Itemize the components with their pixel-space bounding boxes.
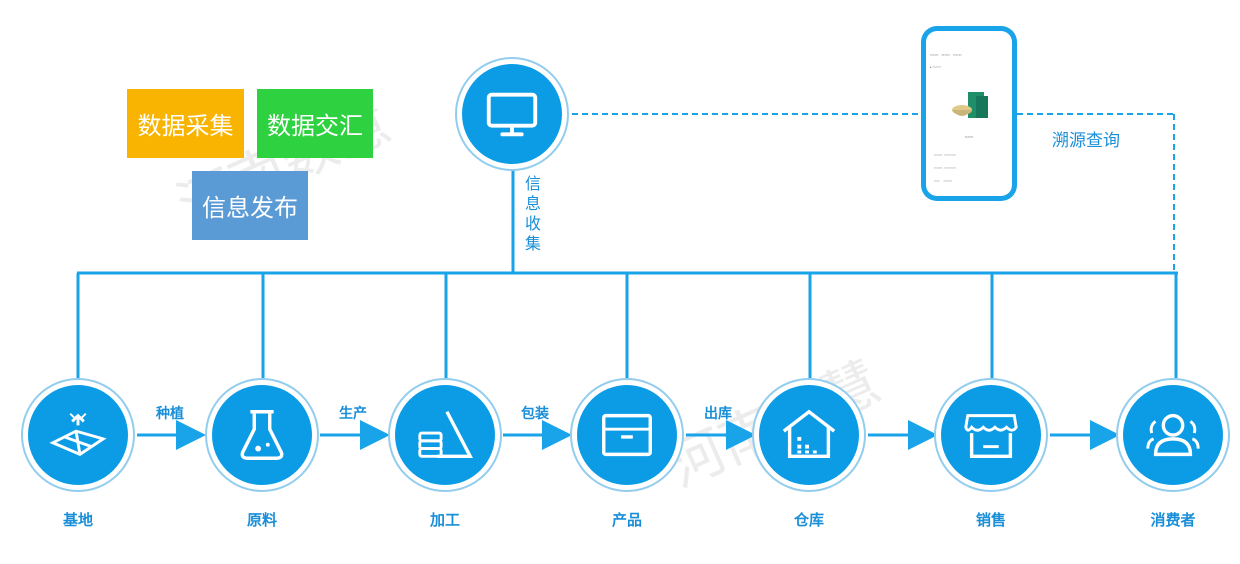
node-base [21,378,135,492]
phone-title [926,31,1012,47]
step-label-planting: 种植 [156,406,184,422]
phone-section: ▸ ▭▭▭ [930,65,941,69]
users-icon [1146,413,1200,457]
label-processing: 加工 [429,511,460,529]
product-image [952,92,988,118]
node-sales [934,378,1048,492]
step-label-outbound: 出库 [704,406,732,422]
greenhouse-field-icon [49,413,107,457]
tag-data-collection: 数据采集 [127,89,244,158]
step-label-production: 生产 [339,406,367,422]
phone-preview: ▭▭▭▭▭▭▭▭▭ ▸ ▭▭▭ ▭▭▭ ▭▭▭ ▭▭▭▭▭▭▭ ▭▭▭▭▭▭ ▭… [921,26,1017,201]
tag-info-publish: 信息发布 [192,171,308,240]
box-icon [602,413,652,457]
step-label-packaging: 包装 [521,406,549,422]
warehouse-icon [782,409,836,459]
info-collect-label: 信息收集 [522,175,541,255]
label-material: 原料 [246,511,277,529]
node-product [570,378,684,492]
node-material [205,378,319,492]
node-consumer [1116,378,1230,492]
label-consumer: 消费者 [1150,511,1196,529]
tag-data-exchange: 数据交汇 [257,89,373,158]
label-sales: 销售 [975,511,1006,529]
flask-icon [240,410,284,460]
storefront-icon [964,414,1018,459]
phone-rows: ▭▭▭ ▭▭▭▭▭▭▭ ▭▭▭▭▭▭ ▭▭▭ [934,153,956,183]
processing-icon [418,410,473,459]
label-base: 基地 [62,511,93,529]
label-product: 产品 [611,511,642,529]
label-warehouse: 仓库 [793,511,824,529]
center-node [455,57,569,171]
phone-product-name: ▭▭▭ [964,135,974,139]
trace-query-label: 溯源查询 [1052,131,1120,151]
node-processing [388,378,502,492]
monitor-icon [486,92,538,137]
node-warehouse [752,378,866,492]
phone-tabs: ▭▭▭▭▭▭▭▭▭ [930,53,962,57]
